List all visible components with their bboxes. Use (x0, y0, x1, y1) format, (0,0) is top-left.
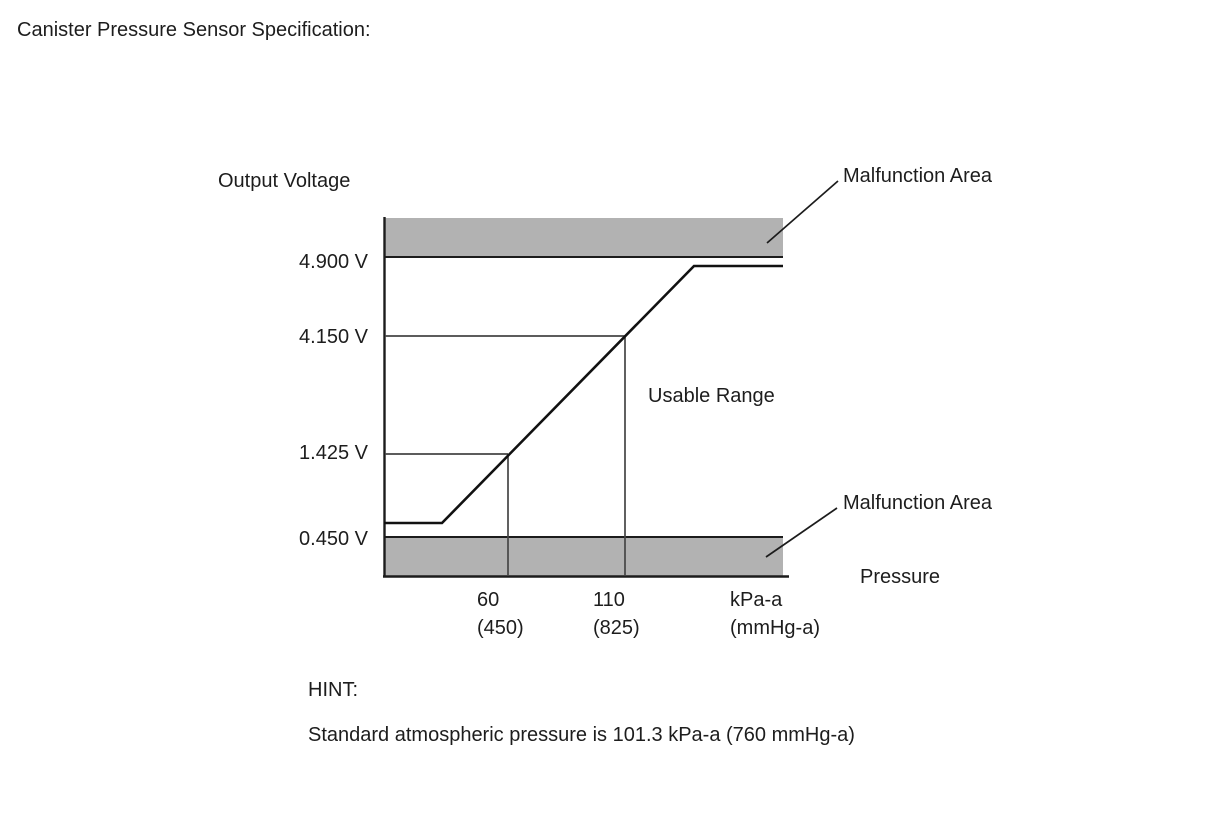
x-tick-60-kpa: 60 (477, 589, 500, 611)
hint-text: Standard atmospheric pressure is 101.3 k… (308, 724, 855, 746)
malfunction-area-label-bottom: Malfunction Area (843, 492, 992, 514)
x-tick-60-mmhg: (450) (477, 617, 524, 639)
y-tick-1425: 1.425 V (299, 442, 368, 464)
sensor-output-curve (384, 264, 783, 525)
page-title: Canister Pressure Sensor Specification: (17, 19, 371, 41)
leader-line-malfunction-bottom (765, 507, 838, 558)
leader-line-malfunction-top (766, 180, 839, 244)
x-axis-units: kPa-a (mmHg-a) (730, 586, 820, 642)
y-tick-4150: 4.150 V (299, 326, 368, 348)
y-tick-0450: 0.450 V (299, 528, 368, 550)
malfunction-area-label-top: Malfunction Area (843, 165, 992, 187)
usable-range-label: Usable Range (648, 385, 775, 407)
x-axis-title: Pressure (860, 566, 941, 588)
y-axis-title: Output Voltage (218, 170, 351, 192)
x-tick-60: 60 (450) (477, 586, 524, 642)
x-axis-unit-kpa: kPa-a (730, 589, 783, 611)
x-tick-110: 110 (825) (593, 586, 640, 642)
y-tick-4900: 4.900 V (299, 251, 368, 273)
hint-heading: HINT: (308, 679, 358, 701)
malfunction-band-top (384, 218, 783, 257)
x-tick-110-kpa: 110 (593, 589, 625, 611)
malfunction-band-bottom (384, 537, 783, 576)
x-axis-unit-mmhg: (mmHg-a) (730, 617, 820, 639)
x-tick-110-mmhg: (825) (593, 617, 640, 639)
